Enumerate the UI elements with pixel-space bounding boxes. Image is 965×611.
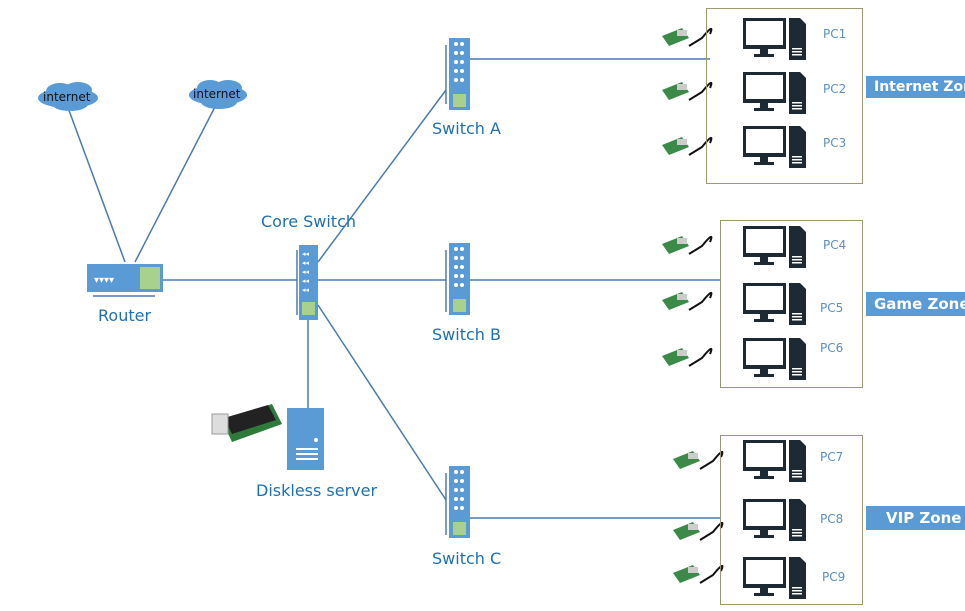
nic-card-icon: [662, 347, 713, 367]
link-internet2-router: [134, 102, 218, 263]
zone-box-vip: [720, 435, 863, 605]
pc-icon: [743, 72, 806, 114]
nic-card-icon: [673, 564, 724, 584]
link-internet1-router: [66, 104, 126, 263]
nic-card-icon: [673, 450, 724, 470]
nic-card-icon: [211, 404, 282, 442]
cloud-label: internet: [43, 90, 91, 104]
zone-box-internet: [706, 8, 863, 184]
svg-text:▾▾▾▾: ▾▾▾▾: [94, 275, 114, 286]
pc-label: PC8: [820, 512, 844, 526]
nic-card-icon: [673, 521, 724, 541]
link-core-switcha: [317, 89, 447, 263]
nic-card-icon: [662, 136, 713, 156]
pc-icon: [743, 338, 806, 380]
zone-label-vip: VIP Zone: [866, 506, 965, 530]
nic-card-icon: [662, 291, 713, 311]
svg-text:◂◂: ◂◂: [302, 286, 310, 294]
switch-icon: [449, 38, 470, 110]
zone-label-internet: Internet Zone: [866, 76, 965, 98]
pc-icon: [743, 557, 806, 599]
pc-label: PC5: [820, 301, 844, 315]
switch-b-label: Switch B: [432, 325, 501, 344]
switch-c-label: Switch C: [432, 549, 502, 568]
pc-label: PC6: [820, 341, 844, 355]
router-label: Router: [98, 306, 152, 325]
switch-icon: [449, 243, 470, 315]
pc-label: PC1: [823, 27, 847, 41]
server-icon: [287, 408, 324, 470]
connections: [66, 45, 720, 535]
svg-text:◂◂: ◂◂: [302, 259, 310, 267]
router-icon: ▾▾▾▾: [87, 264, 163, 292]
pc-label: PC2: [823, 82, 847, 96]
pc-label: PC4: [823, 238, 847, 252]
pc-icon: [743, 126, 806, 168]
server-label: Diskless server: [256, 481, 378, 500]
pc-icon: [743, 440, 806, 482]
core-switch-label: Core Switch: [261, 212, 357, 231]
nic-card-icon: [662, 235, 713, 255]
core-switch-icon: ◂◂◂◂◂◂◂◂◂◂: [299, 245, 318, 320]
cloud-label: internet: [193, 87, 241, 101]
pc-icon: [743, 283, 806, 325]
pc-label: PC7: [820, 450, 844, 464]
pc-icon: [743, 226, 806, 268]
cloud-icon: [38, 82, 98, 111]
svg-text:◂◂: ◂◂: [302, 277, 310, 285]
pc-icon: [743, 499, 806, 541]
pc-label: PC3: [823, 136, 847, 150]
svg-text:◂◂: ◂◂: [302, 250, 310, 258]
nic-card-icon: [662, 27, 713, 47]
pc-label: PC9: [822, 570, 846, 584]
link-core-switchc: [317, 304, 447, 501]
nic-card-icon: [662, 81, 713, 101]
switch-icon: [449, 466, 470, 538]
zone-label-game: Game Zone: [866, 292, 965, 316]
zone-box-game: [720, 220, 863, 388]
switch-a-label: Switch A: [432, 119, 501, 138]
svg-text:◂◂: ◂◂: [302, 268, 310, 276]
cloud-icon: [189, 80, 247, 109]
pc-icon: [743, 18, 806, 60]
